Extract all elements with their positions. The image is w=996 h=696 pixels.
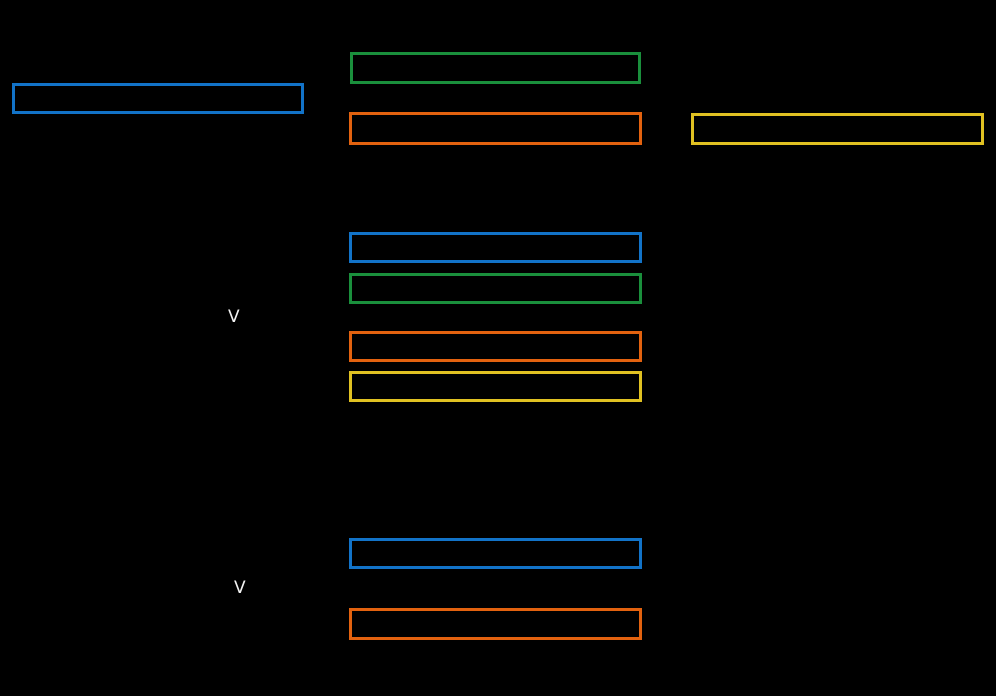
clipped-text-glyph-lower: V	[234, 580, 246, 598]
bbox-blue-left-top[interactable]	[12, 83, 304, 114]
clipped-text-glyph-upper: V	[228, 309, 240, 327]
bbox-orange-center-top[interactable]	[349, 112, 642, 145]
bbox-orange-center-middle[interactable]	[349, 331, 642, 362]
bbox-blue-center-middle[interactable]	[349, 232, 642, 263]
bbox-green-center-middle[interactable]	[349, 273, 642, 304]
bbox-yellow-center-middle[interactable]	[349, 371, 642, 402]
bbox-blue-center-bottom[interactable]	[349, 538, 642, 569]
bbox-green-center-top[interactable]	[350, 52, 641, 84]
bbox-orange-center-bottom[interactable]	[349, 608, 642, 640]
bbox-yellow-right-top[interactable]	[691, 113, 984, 145]
